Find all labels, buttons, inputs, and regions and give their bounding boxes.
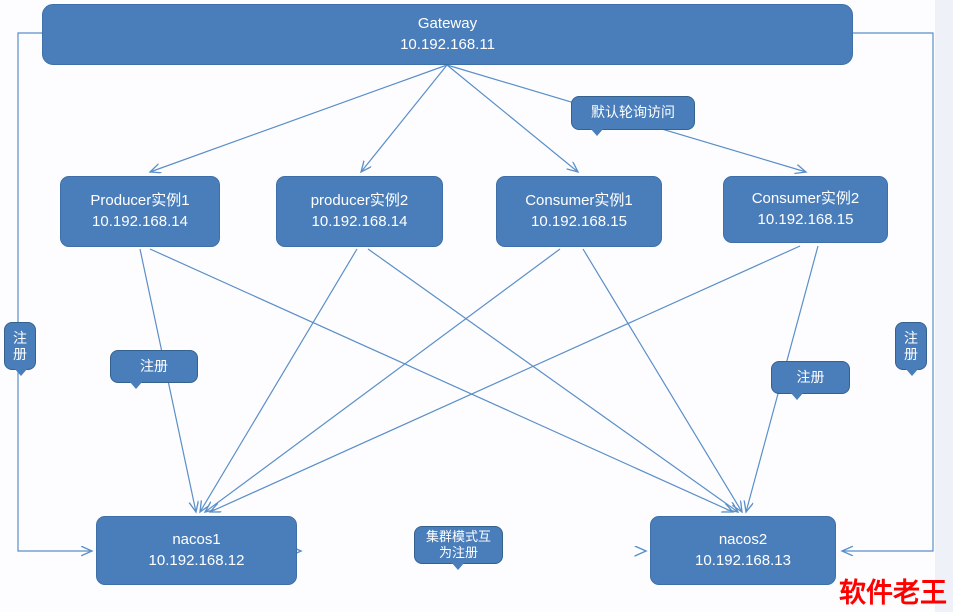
node-producer-instance-1[interactable]: Producer实例1 10.192.168.14	[60, 176, 220, 247]
node-producer-instance-2-title: producer实例2	[310, 192, 409, 210]
callout-register-far-right: 注 册	[895, 322, 927, 376]
node-consumer-instance-2-title: Consumer实例2	[751, 190, 860, 208]
callout-register-far-left-line1: 注	[13, 329, 27, 346]
node-nacos1-ip: 10.192.168.12	[148, 551, 245, 569]
callout-cluster-line2: 为注册	[438, 545, 478, 560]
edge-gateway-left-rail-to-nacos1	[17, 32, 92, 551]
node-producer-instance-1-ip: 10.192.168.14	[92, 212, 188, 230]
node-producer-instance-1-title: Producer实例1	[90, 192, 190, 210]
callout-register-far-left: 注 册	[4, 322, 36, 376]
node-consumer-instance-1[interactable]: Consumer实例1 10.192.168.15	[496, 176, 662, 247]
callout-register-left: 注册	[110, 350, 198, 389]
node-nacos1[interactable]: nacos1 10.192.168.12	[96, 516, 297, 585]
node-gateway-ip: 10.192.168.11	[400, 35, 495, 53]
edge-gateway-right-rail-to-nacos2	[842, 32, 934, 551]
watermark: 软件老王	[839, 578, 947, 608]
node-producer-instance-2-ip: 10.192.168.14	[311, 212, 408, 230]
callout-cluster-line1: 集群模式互	[425, 528, 491, 544]
callout-register-far-left-line2: 册	[13, 346, 27, 362]
callout-register-right: 注册	[771, 361, 850, 400]
node-consumer-instance-1-title: Consumer实例1	[525, 192, 633, 210]
callout-register-left-label: 注册	[140, 357, 168, 374]
callout-cluster-mutual-registration: 集群模式互 为注册	[414, 526, 503, 570]
edge-gateway-to-services	[150, 64, 806, 172]
callout-register-far-right-line1: 注	[904, 329, 918, 346]
node-nacos2-ip: 10.192.168.13	[695, 551, 791, 569]
node-nacos1-title: nacos1	[172, 531, 221, 549]
callout-round-robin: 默认轮询访问	[571, 96, 695, 136]
node-consumer-instance-1-ip: 10.192.168.15	[531, 212, 627, 230]
edge-services-to-nacos2	[149, 245, 819, 512]
node-nacos2[interactable]: nacos2 10.192.168.13	[650, 516, 836, 585]
node-gateway-title: Gateway	[417, 15, 478, 33]
node-gateway[interactable]: Gateway 10.192.168.11	[42, 4, 853, 65]
node-producer-instance-2[interactable]: producer实例2 10.192.168.14	[276, 176, 443, 247]
callout-register-right-label: 注册	[796, 368, 825, 385]
edge-services-to-nacos1	[139, 245, 801, 512]
node-nacos2-title: nacos2	[718, 531, 768, 549]
node-consumer-instance-2-ip: 10.192.168.15	[757, 210, 854, 228]
node-consumer-instance-2[interactable]: Consumer实例2 10.192.168.15	[723, 176, 888, 243]
callout-register-far-right-line2: 册	[904, 346, 918, 362]
callout-round-robin-label: 默认轮询访问	[591, 104, 675, 121]
right-edge-band	[935, 0, 953, 612]
